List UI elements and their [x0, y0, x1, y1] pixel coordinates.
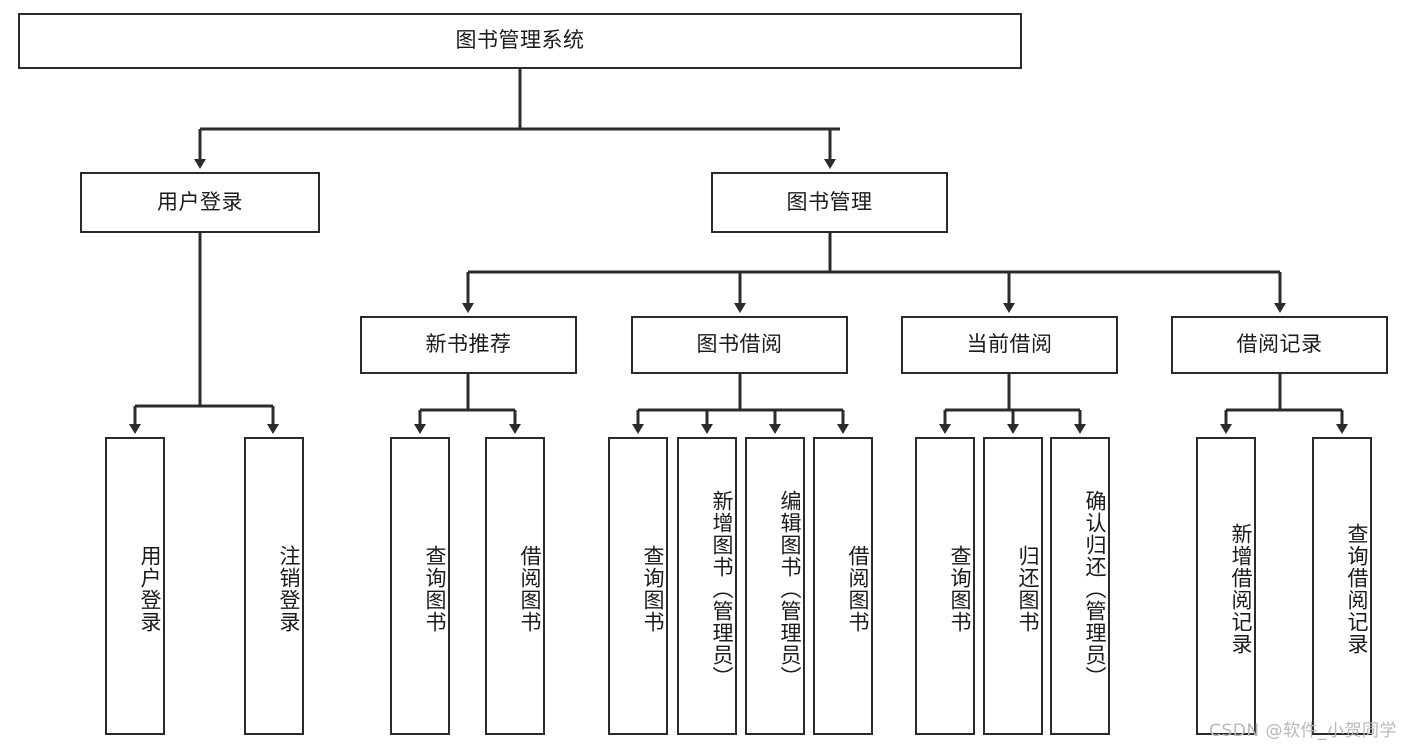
leaf-query-borrow-record[interactable]: 查询借阅记录	[1312, 437, 1372, 735]
leaf-user-login[interactable]: 用户登录	[105, 437, 165, 735]
leaf-add-borrow-record[interactable]: 新增借阅记录	[1196, 437, 1256, 735]
node-new-book-recommend-label: 新书推荐	[425, 332, 512, 357]
leaf-user-login-label: 用户登录	[138, 545, 162, 633]
leaf-borrow-book-recommend-label: 借阅图书	[518, 545, 542, 633]
leaf-add-borrow-record-label: 新增借阅记录	[1229, 523, 1253, 655]
csdn-watermark: CSDN @软件_小贺同学	[1209, 721, 1397, 741]
node-borrow-record-label: 借阅记录	[1236, 332, 1323, 357]
leaf-return-book-label: 归还图书	[1016, 545, 1040, 633]
leaf-query-book-recommend[interactable]: 查询图书	[390, 437, 450, 735]
node-borrow-record[interactable]: 借阅记录	[1171, 316, 1388, 374]
node-user-login-label: 用户登录	[157, 189, 243, 214]
node-book-borrow-label: 图书借阅	[696, 332, 783, 357]
node-root[interactable]: 图书管理系统	[18, 13, 1022, 69]
node-new-book-recommend[interactable]: 新书推荐	[360, 316, 577, 374]
node-user-login[interactable]: 用户登录	[80, 172, 320, 233]
leaf-logout-label: 注销登录	[277, 545, 301, 633]
leaf-borrow-book[interactable]: 借阅图书	[813, 437, 873, 735]
leaf-borrow-book-label: 借阅图书	[846, 545, 870, 633]
leaf-add-book-admin-label: 新增图书（管理员）	[710, 490, 734, 688]
leaf-edit-book-admin[interactable]: 编辑图书（管理员）	[745, 437, 805, 735]
leaf-query-book-current-label: 查询图书	[948, 545, 972, 633]
leaf-query-book-borrow[interactable]: 查询图书	[608, 437, 668, 735]
leaf-query-borrow-record-label: 查询借阅记录	[1345, 523, 1369, 655]
leaf-return-book[interactable]: 归还图书	[983, 437, 1043, 735]
node-book-management-label: 图书管理	[786, 189, 873, 214]
leaf-logout[interactable]: 注销登录	[244, 437, 304, 735]
leaf-add-book-admin[interactable]: 新增图书（管理员）	[677, 437, 737, 735]
leaf-query-book-borrow-label: 查询图书	[641, 545, 665, 633]
leaf-query-book-current[interactable]: 查询图书	[915, 437, 975, 735]
node-book-management[interactable]: 图书管理	[711, 172, 948, 233]
leaf-borrow-book-recommend[interactable]: 借阅图书	[485, 437, 545, 735]
leaf-confirm-return-admin-label: 确认归还（管理员）	[1083, 490, 1107, 688]
leaf-query-book-recommend-label: 查询图书	[423, 545, 447, 633]
leaf-edit-book-admin-label: 编辑图书（管理员）	[778, 490, 802, 688]
node-current-borrow[interactable]: 当前借阅	[901, 316, 1118, 374]
node-root-label: 图书管理系统	[455, 28, 585, 53]
leaf-confirm-return-admin[interactable]: 确认归还（管理员）	[1050, 437, 1110, 735]
node-book-borrow[interactable]: 图书借阅	[631, 316, 848, 374]
node-current-borrow-label: 当前借阅	[966, 332, 1053, 357]
